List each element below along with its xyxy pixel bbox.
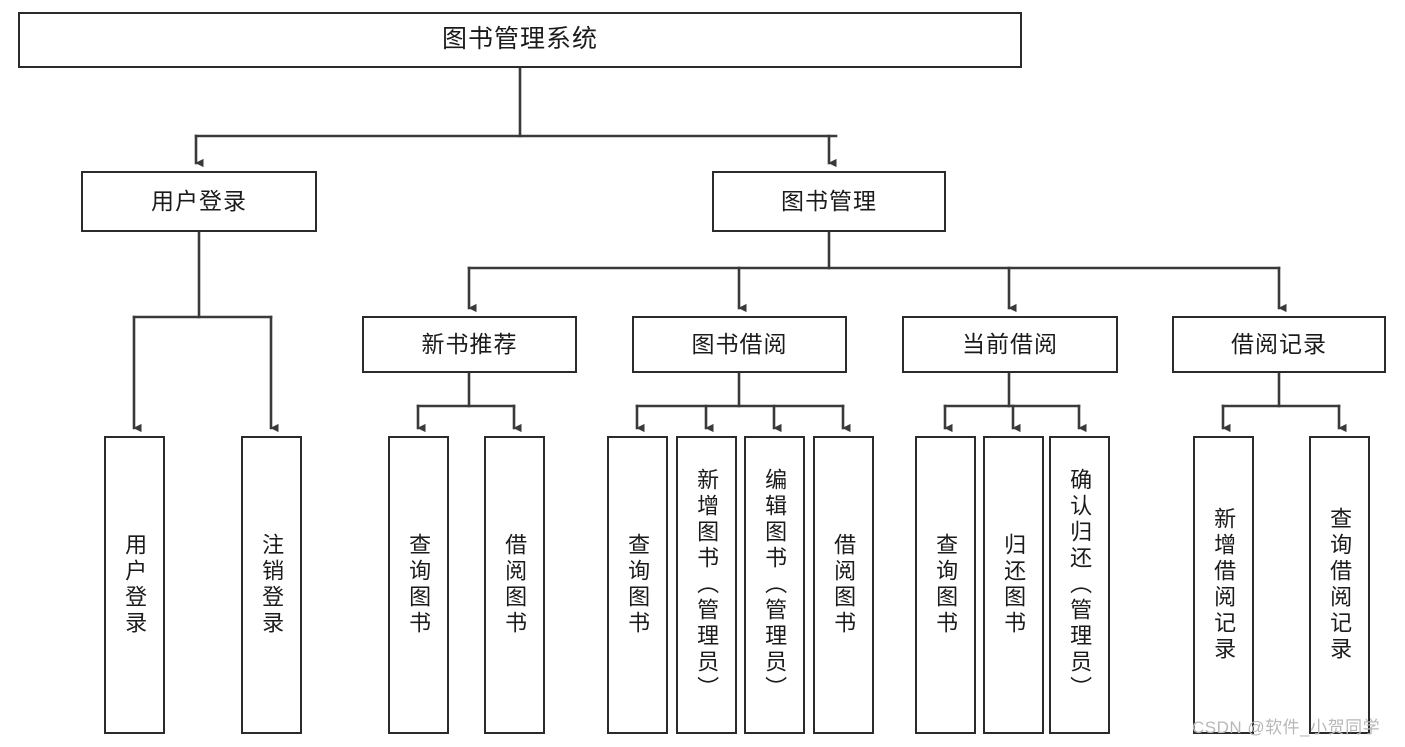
node-leaf-query-book-1-label: 查询图书 xyxy=(406,533,432,637)
node-new-book-recommend[interactable]: 新书推荐 xyxy=(362,316,577,373)
node-leaf-edit-book[interactable]: 编辑图书（管理员） xyxy=(744,436,805,734)
node-leaf-user-logout[interactable]: 注销登录 xyxy=(241,436,302,734)
node-leaf-borrow-book-2[interactable]: 借阅图书 xyxy=(813,436,874,734)
node-leaf-user-logout-label: 注销登录 xyxy=(259,533,285,637)
node-book-management[interactable]: 图书管理 xyxy=(712,171,946,232)
node-root[interactable]: 图书管理系统 xyxy=(18,12,1022,68)
node-leaf-edit-book-label: 编辑图书（管理员） xyxy=(762,468,788,702)
node-leaf-add-book-label: 新增图书（管理员） xyxy=(694,468,720,702)
node-leaf-borrow-book-1[interactable]: 借阅图书 xyxy=(484,436,545,734)
node-leaf-user-login[interactable]: 用户登录 xyxy=(104,436,165,734)
node-leaf-add-record-label: 新增借阅记录 xyxy=(1211,507,1237,663)
node-user-login[interactable]: 用户登录 xyxy=(81,171,317,232)
node-leaf-add-record[interactable]: 新增借阅记录 xyxy=(1193,436,1254,734)
node-new-book-recommend-label: 新书推荐 xyxy=(421,330,518,357)
node-book-management-label: 图书管理 xyxy=(781,187,877,214)
node-leaf-query-book-3[interactable]: 查询图书 xyxy=(915,436,976,734)
node-borrow-record-label: 借阅记录 xyxy=(1231,330,1327,357)
node-borrow-record[interactable]: 借阅记录 xyxy=(1172,316,1386,373)
node-leaf-confirm-return[interactable]: 确认归还（管理员） xyxy=(1049,436,1110,734)
node-current-borrow[interactable]: 当前借阅 xyxy=(902,316,1118,373)
node-leaf-return-book-label: 归还图书 xyxy=(1001,533,1027,637)
node-leaf-query-book-3-label: 查询图书 xyxy=(933,533,959,637)
node-leaf-borrow-book-2-label: 借阅图书 xyxy=(831,533,857,637)
node-leaf-query-book-2-label: 查询图书 xyxy=(625,533,651,637)
node-current-borrow-label: 当前借阅 xyxy=(962,330,1058,357)
node-user-login-label: 用户登录 xyxy=(151,187,247,214)
node-root-label: 图书管理系统 xyxy=(441,25,598,54)
node-leaf-query-record[interactable]: 查询借阅记录 xyxy=(1309,436,1370,734)
node-leaf-user-login-label: 用户登录 xyxy=(122,533,148,637)
node-leaf-return-book[interactable]: 归还图书 xyxy=(983,436,1044,734)
node-book-borrow-label: 图书借阅 xyxy=(691,330,788,357)
node-book-borrow[interactable]: 图书借阅 xyxy=(632,316,847,373)
node-leaf-add-book[interactable]: 新增图书（管理员） xyxy=(676,436,737,734)
node-leaf-query-book-2[interactable]: 查询图书 xyxy=(607,436,668,734)
node-leaf-query-book-1[interactable]: 查询图书 xyxy=(388,436,449,734)
node-leaf-confirm-return-label: 确认归还（管理员） xyxy=(1067,468,1093,702)
node-leaf-borrow-book-1-label: 借阅图书 xyxy=(502,533,528,637)
node-leaf-query-record-label: 查询借阅记录 xyxy=(1327,507,1353,663)
